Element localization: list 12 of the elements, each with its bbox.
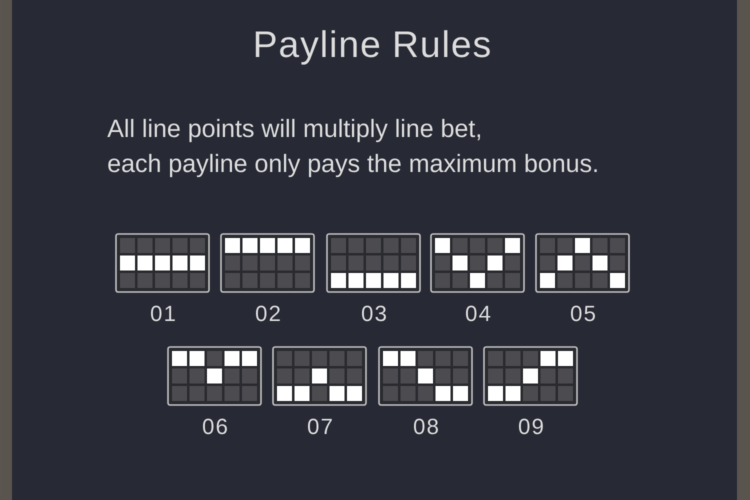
line-number: 05 [570, 306, 595, 322]
line-number: 04 [466, 306, 490, 322]
title: Payline Rules [256, 30, 490, 65]
line-number: 08 [414, 418, 438, 434]
line-number: 09 [518, 418, 543, 434]
line-number: 07 [308, 418, 332, 434]
line-number: 03 [362, 306, 386, 322]
line-number: 02 [256, 306, 280, 322]
line-number: 06 [202, 418, 227, 434]
body-text: All line points will multiply line bet, [107, 118, 480, 142]
body-text: each payline only pays the maximum bonus. [108, 154, 597, 178]
line-number: 01 [150, 306, 175, 322]
